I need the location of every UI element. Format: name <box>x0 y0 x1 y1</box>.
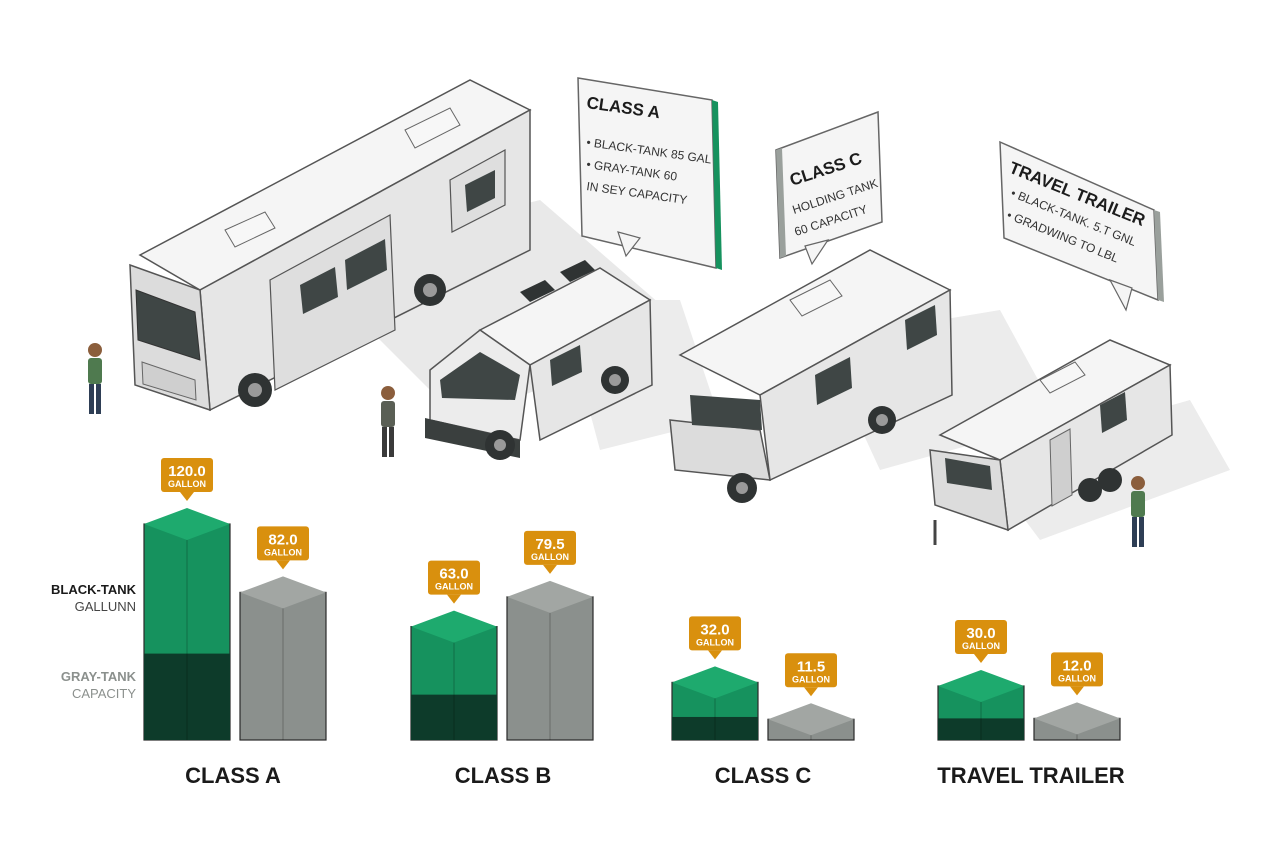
bar-lower-band <box>672 716 758 740</box>
callout-travel-trailer: TRAVEL TRAILER • BLACK-TANK. 5.T GNL • G… <box>999 140 1164 312</box>
value-label-pointer <box>447 594 461 604</box>
class-a-motorhome-illustration <box>129 79 532 412</box>
value-label-number: 11.5 <box>797 658 825 675</box>
class-c-motorhome-illustration <box>669 249 953 503</box>
bar-lower-band <box>938 718 1024 740</box>
value-label-box <box>689 616 741 651</box>
value-label-pointer <box>276 560 290 570</box>
legend: BLACK-TANK GALLUNN GRAY-TANK CAPACITY <box>51 582 137 701</box>
value-label-box <box>524 530 576 565</box>
bar-lower-band <box>411 694 497 740</box>
legend-gray-tank-subtitle: CAPACITY <box>72 686 136 701</box>
value-label-number: 82.0 <box>268 531 297 548</box>
value-label-unit: GALLON <box>1058 673 1096 683</box>
category-label-class-a: CLASS A <box>185 763 281 788</box>
value-label-pointer <box>1070 686 1084 696</box>
legend-black-tank-subtitle: GALLUNN <box>75 599 136 614</box>
value-label-number: 79.5 <box>535 536 564 553</box>
value-label-box <box>257 526 309 561</box>
legend-black-tank-title: BLACK-TANK <box>51 582 137 597</box>
value-label-box <box>428 560 480 595</box>
value-label-box <box>161 458 213 492</box>
bar-top-face <box>938 670 1024 702</box>
value-label-number: 30.0 <box>966 625 995 642</box>
value-label-unit: GALLON <box>264 547 302 557</box>
bar-top-face <box>411 610 497 643</box>
value-label-pointer <box>180 492 194 501</box>
callout-class-a: CLASS A • BLACK-TANK 85 GAL • GRAY-TANK … <box>577 77 722 270</box>
value-label-pointer <box>543 564 557 574</box>
class-b-van-illustration <box>425 260 653 460</box>
value-label-number: 63.0 <box>439 566 468 583</box>
value-label-box <box>955 620 1007 654</box>
bar-lower-band <box>144 653 230 740</box>
value-label-number: 120.0 <box>168 463 206 480</box>
value-label-pointer <box>804 687 818 697</box>
value-label-unit: GALLON <box>168 479 206 489</box>
value-label-number: 32.0 <box>700 621 729 638</box>
legend-gray-tank-title: GRAY-TANK <box>61 669 137 684</box>
value-label-unit: GALLON <box>962 641 1000 651</box>
value-label-number: 12.0 <box>1062 657 1091 674</box>
callout-class-c: CLASS C HOLDING TANK 60 CAPACITY <box>775 110 883 266</box>
value-label-unit: GALLON <box>696 637 734 647</box>
value-label-unit: GALLON <box>531 552 569 562</box>
value-label-unit: GALLON <box>435 582 473 592</box>
value-label-box <box>1051 652 1103 687</box>
bar-top-face <box>672 666 758 699</box>
category-label-class-b: CLASS B <box>455 763 552 788</box>
value-label-unit: GALLON <box>792 674 830 684</box>
bar-top-face <box>240 576 326 609</box>
bar-top-face <box>1034 702 1120 735</box>
value-label-pointer <box>974 654 988 663</box>
travel-trailer-illustration <box>929 339 1173 545</box>
bar-top-face <box>144 508 230 540</box>
value-label-pointer <box>708 650 722 660</box>
value-label-box <box>785 653 837 688</box>
category-label-class-c: CLASS C <box>715 763 812 788</box>
bar-top-face <box>768 703 854 736</box>
bar-groups: 120.0GALLON82.0GALLON63.0GALLON79.5GALLO… <box>143 458 1121 741</box>
bar-top-face <box>507 580 593 613</box>
person-figures <box>88 343 1145 547</box>
category-label-travel-trailer: TRAVEL TRAILER <box>937 763 1125 788</box>
category-labels: CLASS A CLASS B CLASS C TRAVEL TRAILER <box>185 763 1125 788</box>
